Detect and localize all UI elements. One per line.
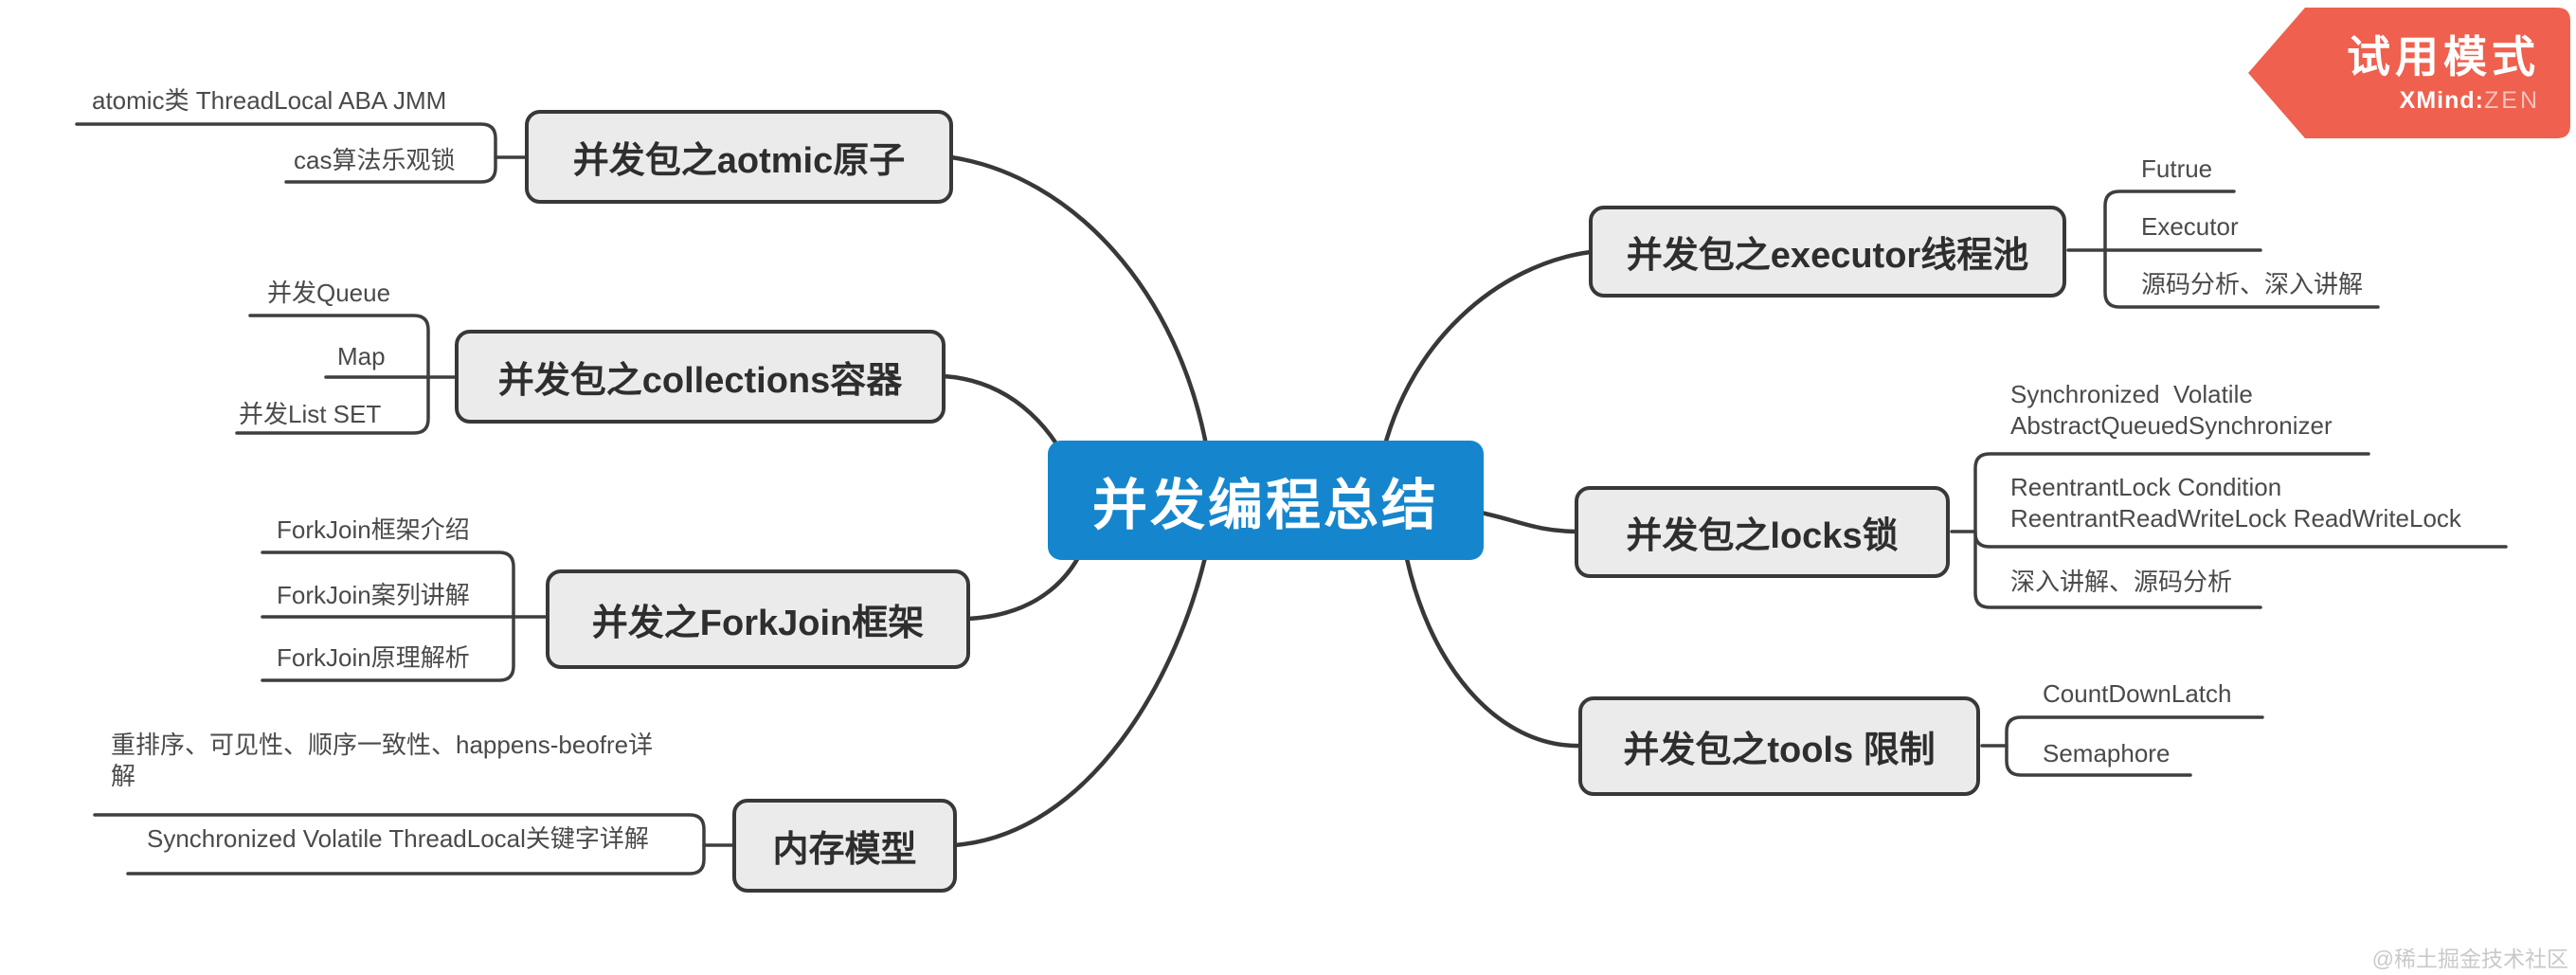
subtopic-sync-volatile-threadlocal-keywords[interactable]: Synchronized Volatile ThreadLocal关键字详解 (147, 824, 649, 853)
subtopic-cas-optimistic-lock[interactable]: cas算法乐观锁 (294, 146, 456, 174)
subtopic-concurrent-queue[interactable]: 并发Queue (267, 279, 391, 307)
curve-root-memory (952, 542, 1211, 848)
subtopic-atomic-threadlocal[interactable]: atomic类 ThreadLocal ABA JMM (92, 86, 447, 115)
subtopic-forkjoin-intro[interactable]: ForkJoin框架介绍 (277, 515, 470, 544)
subtopic-concurrent-list-set[interactable]: 并发List SET (239, 400, 382, 428)
subtopic-semaphore[interactable]: Semaphore (2043, 739, 2171, 767)
root-topic[interactable]: 并发编程总结 (1048, 441, 1484, 560)
subtopic-executor-source-analysis[interactable]: 源码分析、深入讲解 (2141, 270, 2364, 298)
subtopic-locks-deep-dive[interactable]: 深入讲解、源码分析 (2010, 568, 2233, 596)
trial-mode-label: 试用模式 (2347, 32, 2540, 81)
trial-badge-ribbon-shape (2248, 8, 2570, 138)
curve-root-executor (1376, 249, 1594, 477)
juejin-watermark: @稀土掘金技术社区 (2371, 947, 2568, 971)
topic-executor-threadpool[interactable]: 并发包之executor线程池 (1589, 206, 2066, 298)
subtopic-forkjoin-case[interactable]: ForkJoin案列讲解 (277, 581, 470, 609)
subtopic-executor[interactable]: Executor (2141, 212, 2239, 241)
subtopic-sync-volatile-aqs[interactable]: Synchronized Volatile AbstractQueuedSync… (2010, 380, 2333, 440)
curve-root-tools (1401, 542, 1585, 749)
subtopic-forkjoin-principle[interactable]: ForkJoin原理解析 (277, 643, 470, 672)
subtopic-reorder-visibility-happens-before[interactable]: 重排序、可见性、顺序一致性、happens-beofre详 解 (111, 731, 654, 790)
bracket-collections (235, 314, 430, 435)
trial-mode-badge[interactable]: 试用模式 XMind:ZEN (2248, 8, 2570, 138)
topic-forkjoin[interactable]: 并发之ForkJoin框架 (546, 569, 970, 669)
curve-root-aotmic (948, 154, 1211, 458)
subtopic-future[interactable]: Futrue (2141, 154, 2213, 183)
bracket-aotmic (75, 122, 497, 184)
topic-locks[interactable]: 并发包之locks锁 (1575, 486, 1950, 578)
topic-collections[interactable]: 并发包之collections容器 (455, 330, 946, 424)
subtopic-countdownlatch[interactable]: CountDownLatch (2043, 679, 2232, 708)
topic-memory-model[interactable]: 内存模型 (732, 799, 957, 893)
bracket-locks-mid (1973, 532, 2508, 549)
curve-root-locks (1473, 509, 1581, 534)
topic-aotmic-atomic[interactable]: 并发包之aotmic原子 (525, 110, 953, 204)
subtopic-map[interactable]: Map (337, 342, 386, 370)
xmind-zen-logo: XMind:ZEN (2399, 87, 2540, 114)
topic-tools-limit[interactable]: 并发包之tools 限制 (1578, 696, 1980, 796)
subtopic-reentrantlock-condition[interactable]: ReentrantLock Condition ReentrantReadWri… (2010, 473, 2461, 533)
